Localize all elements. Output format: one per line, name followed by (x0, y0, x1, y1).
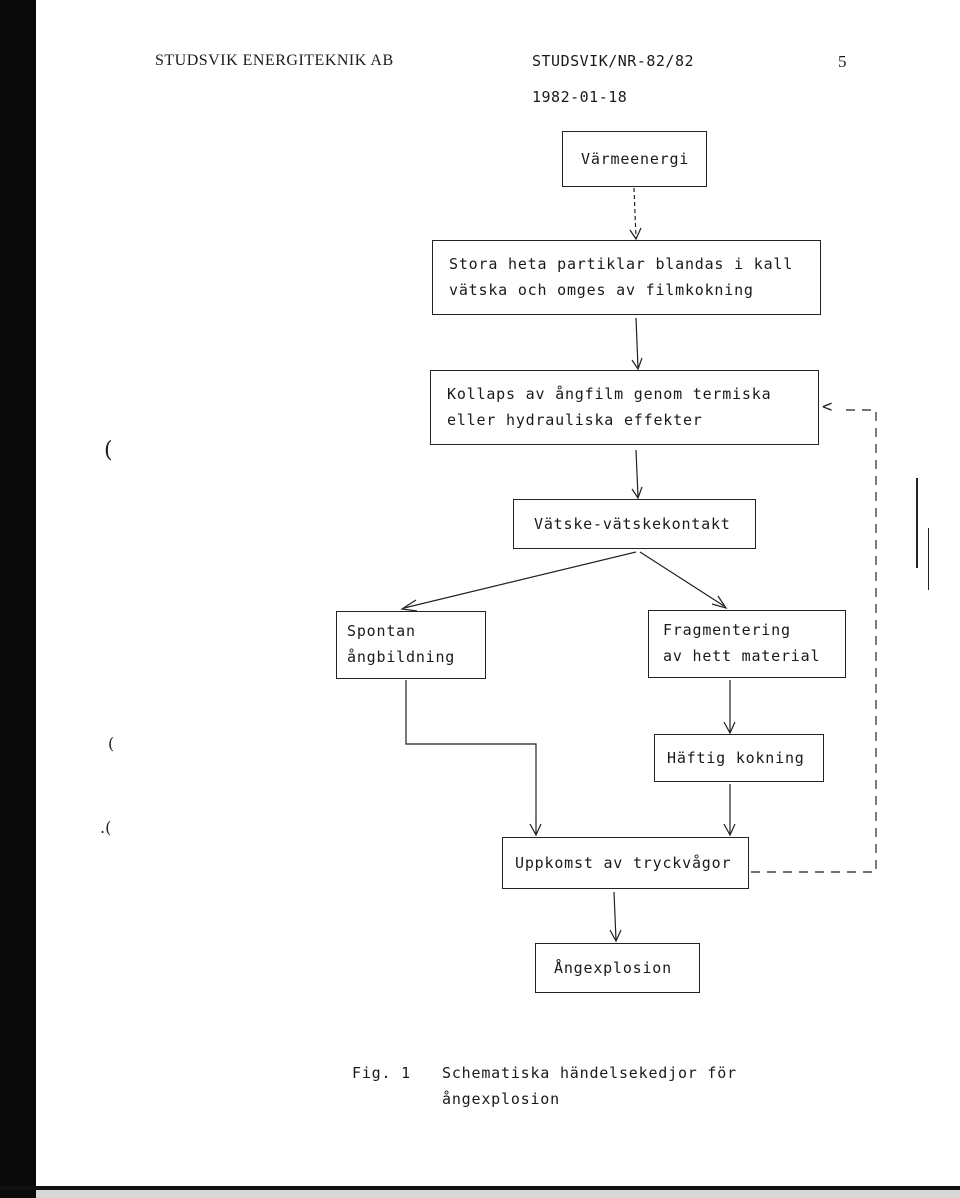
node-label: vätska och omges av filmkokning (449, 281, 754, 299)
node-label: eller hydrauliska effekter (447, 411, 703, 429)
figure-label: Fig. 1 (352, 1064, 411, 1082)
margin-mark (916, 478, 918, 568)
arrow-head (400, 599, 418, 612)
connector-line (403, 551, 637, 609)
arrow-head (609, 929, 622, 943)
arrow-head (629, 227, 642, 241)
node-label: ångbildning (347, 648, 456, 666)
node-varmeenergi: Värmeenergi (562, 131, 707, 187)
node-haftig-kokning: Häftig kokning (654, 734, 824, 782)
node-spontan: Spontan ångbildning (336, 611, 486, 679)
scan-bottom-shadow (36, 1190, 960, 1198)
node-label: Värmeenergi (581, 150, 690, 168)
node-angexplosion: Ångexplosion (535, 943, 700, 993)
arrow-head (723, 823, 736, 837)
scan-binding-edge (0, 0, 36, 1198)
scan-bottom-edge (0, 1186, 960, 1190)
report-number: STUDSVIK/NR-82/82 (532, 52, 695, 70)
arrow-head (631, 486, 643, 500)
node-label: Fragmentering (663, 621, 791, 639)
connector-line (635, 317, 639, 369)
node-label: Häftig kokning (667, 749, 805, 767)
node-stora-partiklar: Stora heta partiklar blandas i kall väts… (432, 240, 821, 315)
node-label: Spontan (347, 622, 416, 640)
feedback-arrow-icon: < (822, 397, 833, 417)
connector-line (639, 551, 725, 607)
node-uppkomst: Uppkomst av tryckvågor (502, 837, 749, 889)
node-kollaps: Kollaps av ångfilm genom termiska eller … (430, 370, 819, 445)
node-label: Ångexplosion (554, 959, 672, 977)
margin-mark: ( (104, 438, 113, 463)
node-label: Uppkomst av tryckvågor (515, 854, 732, 872)
node-label: Vätske-vätskekontakt (534, 515, 731, 533)
connector-line (613, 891, 617, 941)
node-label: av hett material (663, 647, 821, 665)
connector-line (633, 187, 637, 239)
margin-mark: ( (108, 734, 115, 753)
node-vatske-kontakt: Vätske-vätskekontakt (513, 499, 756, 549)
node-label: Kollaps av ångfilm genom termiska (447, 385, 772, 403)
connector-line (405, 680, 537, 834)
arrow-head (529, 823, 542, 837)
report-date: 1982-01-18 (532, 88, 628, 106)
margin-mark (928, 528, 929, 590)
company-name: STUDSVIK ENERGITEKNIK AB (155, 52, 394, 69)
feedback-line (751, 409, 877, 873)
margin-mark: .( (100, 818, 112, 837)
node-fragmentering: Fragmentering av hett material (648, 610, 846, 678)
figure-caption: ångexplosion (442, 1090, 560, 1108)
arrow-head (631, 357, 643, 371)
arrow-head (711, 595, 728, 610)
arrow-head (723, 721, 736, 735)
node-label: Stora heta partiklar blandas i kall (449, 255, 794, 273)
connector-line (635, 449, 639, 498)
figure-caption: Schematiska händelsekedjor för (442, 1064, 737, 1082)
page-number: 5 (838, 52, 847, 71)
